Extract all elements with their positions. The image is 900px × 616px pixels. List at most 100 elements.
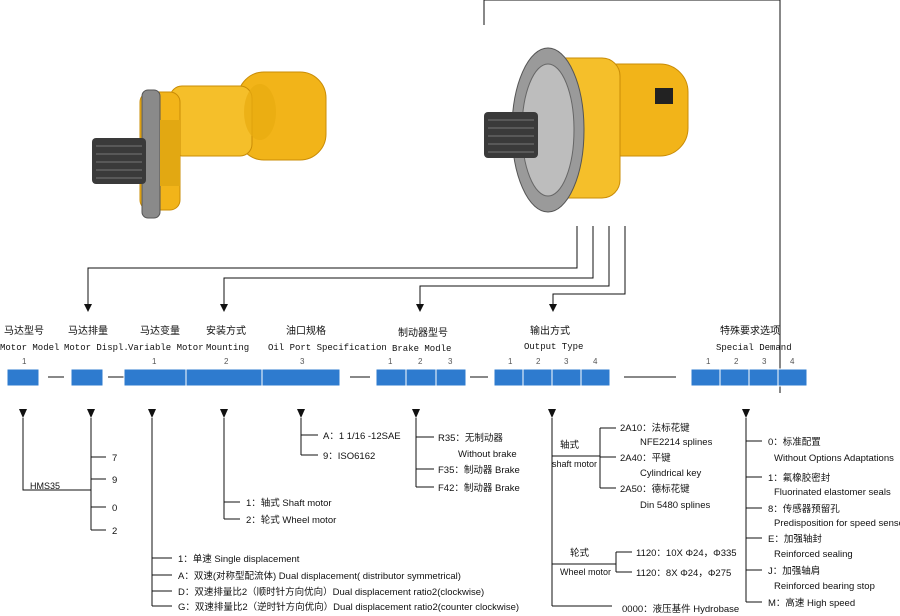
displacement-option: 9 [112,475,117,486]
variable-option: 1：单速 Single displacement [178,553,300,565]
special-option-en: Without Options Adaptations [774,453,894,464]
caption-output-en: Output Type [524,342,583,352]
code-box-output-1 [493,368,524,387]
caption-displ-en: Motor Displ. [64,343,129,353]
code-box-oilport [261,368,341,387]
code-box-special-3 [748,368,779,387]
code-box-model [6,368,40,387]
caption-special-en: Special Demand [716,343,792,353]
variable-option: D：双速排量比2（顺时针方向优向）Dual displacement ratio… [178,586,484,598]
output-shaft-option-code: 2A50：德标花键 [620,483,690,495]
variable-option: A：双速(对称型配流体) Dual displacement( distribu… [178,570,461,582]
model-branch: HMS35 [22,418,91,491]
code-box-brake-2 [405,368,437,387]
displacement-option: 7 [112,453,117,464]
slot-index: 4 [790,357,795,366]
model-option: HMS35 [30,481,60,491]
output-shaft-option-en: Din 5480 splines [640,500,710,511]
oilport-branch: A：1 1/16 -12SAE 9：ISO6162 [300,418,401,462]
output-shaft-option-code: 2A40：平键 [620,452,671,464]
slot-index: 4 [593,357,598,366]
caption-mounting-zh: 安装方式 [206,324,246,337]
code-box-output-4 [580,368,611,387]
caption-brake-en: Brake Modle [392,344,451,354]
output-shaft-option-en: Cylindrical key [640,468,701,479]
output-wheel-option: 1120：10X Φ24，Φ335 [636,548,737,559]
output-base-option: 0000：液压基件 Hydrobase [622,603,739,615]
leader-lines [84,0,781,393]
caption-variable-en: Variable Motor [128,343,204,353]
slot-index: 2 [224,357,229,366]
variable-branch: 1：单速 Single displacement A：双速(对称型配流体) Du… [151,418,519,613]
slot-index: 2 [418,357,423,366]
output-wheel-option: 1120：8X Φ24，Φ275 [636,568,731,579]
slot-index: 1 [22,357,27,366]
output-branch: 轴式 shaft motor 2A10：法标花键 NFE2214 splines… [551,418,739,615]
caption-variable-zh: 马达变量 [140,324,180,337]
special-branch: 0：标准配置 Without Options Adaptations 1：氟橡胶… [745,418,900,609]
code-box-brake-3 [435,368,467,387]
output-shaft-option-code: 2A10：法标花键 [620,422,690,434]
slot-index: 2 [536,357,541,366]
caption-special-zh: 特殊要求选项 [720,324,780,337]
slot-index: 2 [734,357,739,366]
displacement-branch: 7 9 0 2 [90,418,117,537]
slot-indices: 1 1 2 3 1 2 3 1 2 3 4 1 2 3 4 [22,357,795,366]
output-wheel-zh: 轮式 [570,547,590,559]
code-box-output-3 [551,368,582,387]
mounting-option: 2：轮式 Wheel motor [246,514,336,526]
brake-branch: R35：无制动器 Without brake F35：制动器 Brake F42… [415,418,520,494]
caption-output-zh: 输出方式 [530,324,570,337]
output-wheel-en: Wheel motor [560,567,611,577]
slot-index: 3 [762,357,767,366]
brake-option-code: F35：制动器 Brake [438,464,520,476]
output-shaft-en: shaft motor [552,459,597,469]
oilport-option: 9：ISO6162 [323,451,375,462]
special-option-code: E：加强轴封 [768,533,822,545]
slot-index: 1 [706,357,711,366]
caption-model-en: Motor Model [0,343,59,353]
variable-option: G：双速排量比2（逆时针方向优向）Dual displacement ratio… [178,601,519,613]
caption-oilport-zh: 油口规格 [286,324,326,337]
special-option-code: M：高速 High speed [768,597,855,609]
slot-index: 1 [388,357,393,366]
caption-brake-zh: 制动器型号 [398,326,448,339]
special-option-code: 0：标准配置 [768,436,821,448]
field-captions: 马达型号 Motor Model 马达排量 Motor Displ. 马达变量 … [0,324,792,354]
slot-index: 3 [564,357,569,366]
code-box-variable [123,368,187,387]
oilport-option: A：1 1/16 -12SAE [323,431,401,442]
mounting-option: 1：轴式 Shaft motor [246,497,332,509]
caption-oilport-en: Oil Port Specification [268,343,387,353]
brake-option-code: F42：制动器 Brake [438,482,520,494]
special-option-code: 8：传感器预留孔 [768,503,840,515]
code-box-displ [70,368,104,387]
mounting-branch: 1：轴式 Shaft motor 2：轮式 Wheel motor [223,418,336,526]
code-box-special-4 [777,368,808,387]
slot-index: 1 [152,357,157,366]
code-box-output-2 [522,368,553,387]
wheel-motor-illustration [484,47,689,213]
caption-mounting-en: Mounting [206,343,249,353]
code-box-mounting [185,368,263,387]
caption-displ-zh: 马达排量 [68,324,108,337]
code-box-brake-1 [375,368,407,387]
slot-index: 1 [508,357,513,366]
displacement-option: 0 [112,503,117,514]
code-box-special-2 [719,368,750,387]
slot-index: 3 [300,357,305,366]
shaft-motor-illustration [92,71,327,219]
output-shaft-zh: 轴式 [560,439,580,451]
slot-index: 3 [448,357,453,366]
code-box-special-1 [690,368,721,387]
code-boxes [6,368,808,387]
output-shaft-option-en: NFE2214 splines [640,437,713,448]
caption-model-zh: 马达型号 [4,324,44,337]
special-option-en: Predisposition for speed sensor [774,518,900,529]
brake-option-code: R35：无制动器 [438,432,503,444]
special-option-en: Reinforced bearing stop [774,581,875,592]
displacement-option: 2 [112,526,117,537]
special-option-en: Reinforced sealing [774,549,853,560]
special-option-code: J：加强轴肩 [768,565,820,577]
